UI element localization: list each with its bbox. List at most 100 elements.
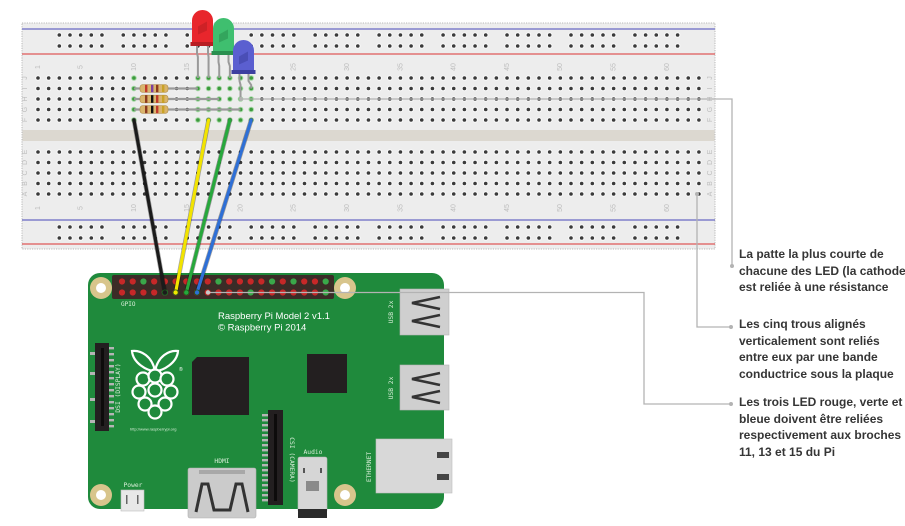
connector-pin — [262, 459, 268, 462]
breadboard-hole — [184, 75, 191, 81]
row-letter-label: J — [707, 76, 714, 80]
breadboard-hole — [216, 191, 223, 197]
breadboard-hole — [557, 159, 564, 166]
breadboard-hole — [56, 224, 63, 230]
breadboard-hole — [67, 170, 73, 176]
breadboard-hole — [429, 149, 436, 155]
breadboard-hole — [653, 117, 660, 123]
breadboard-hole — [99, 43, 105, 49]
breadboard-hole — [674, 32, 681, 38]
breadboard-hole — [99, 224, 105, 230]
breadboard-hole — [493, 170, 500, 176]
callout-gpio-pins: Les trois LED rouge, verte et bleue doiv… — [739, 394, 902, 461]
breadboard-hole — [376, 32, 382, 38]
connector-pin — [109, 359, 114, 362]
breadboard-hole — [418, 149, 425, 155]
callout-end-dot — [729, 325, 733, 329]
breadboard-hole — [99, 32, 105, 38]
breadboard-hole — [173, 180, 180, 187]
led-leg — [247, 73, 253, 89]
column-number-label: 55 — [610, 63, 617, 71]
breadboard-hole — [344, 180, 350, 187]
breadboard-hole — [269, 85, 276, 92]
breadboard-hole — [376, 180, 382, 187]
breadboard-hole — [216, 235, 223, 241]
breadboard-hole — [397, 117, 404, 123]
breadboard-hole — [589, 85, 596, 92]
breadboard-hole — [610, 149, 617, 155]
callout-cathode: La patte la plus courte de chacune des L… — [739, 246, 905, 296]
wire-green — [183, 117, 233, 296]
breadboard-hole — [536, 180, 542, 187]
column-number-label: 55 — [610, 204, 617, 212]
gpio-pin — [140, 289, 147, 296]
breadboard-hole — [344, 32, 350, 38]
breadboard-hole — [56, 170, 63, 176]
breadboard-hole — [578, 159, 585, 166]
breadboard-hole — [472, 235, 478, 241]
breadboard-hole — [621, 85, 628, 92]
resistor — [133, 84, 198, 93]
breadboard-hole — [259, 180, 265, 187]
breadboard-hole — [365, 149, 372, 155]
breadboard-hole — [280, 191, 286, 197]
breadboard-hole — [621, 149, 628, 155]
breadboard-hole — [163, 235, 169, 241]
callout-anchor-dot — [205, 290, 211, 295]
connector-pin — [262, 434, 268, 437]
breadboard-hole — [514, 180, 521, 187]
breadboard-hole — [674, 149, 681, 155]
breadboard-hole — [386, 106, 393, 113]
breadboard-hole — [323, 43, 329, 49]
audio-label: Audio — [304, 449, 323, 456]
breadboard-hole — [291, 159, 297, 166]
led-flange — [211, 51, 236, 55]
breadboard-hole — [269, 75, 276, 81]
breadboard-hole — [173, 117, 180, 123]
breadboard-hole — [120, 117, 127, 123]
breadboard-hole — [536, 224, 542, 230]
breadboard-hole — [291, 106, 297, 113]
breadboard-hole — [56, 117, 63, 123]
breadboard-hole — [589, 106, 596, 113]
breadboard-hole — [397, 106, 404, 113]
breadboard-hole — [610, 75, 617, 81]
breadboard-hole — [568, 191, 574, 197]
breadboard-hole — [621, 117, 628, 123]
breadboard-hole — [120, 85, 127, 92]
breadboard-hole — [610, 32, 617, 38]
breadboard-hole — [323, 170, 329, 176]
breadboard-hole — [56, 75, 63, 81]
column-number-label: 40 — [451, 204, 458, 212]
breadboard-hole — [376, 75, 382, 81]
breadboard-hole — [386, 117, 393, 123]
breadboard-hole — [88, 106, 95, 113]
resistor-band — [156, 84, 159, 93]
connector-pin — [262, 429, 268, 432]
gpio-pin — [322, 278, 329, 285]
breadboard-hole — [653, 191, 660, 197]
dsi-label: DSI (DISPLAY) — [115, 363, 122, 412]
breadboard-hole — [546, 170, 553, 176]
breadboard-hole — [99, 85, 105, 92]
breadboard-hole — [642, 149, 649, 155]
breadboard-hole — [56, 149, 63, 155]
breadboard-hole — [504, 85, 510, 92]
breadboard-hole — [344, 235, 350, 241]
breadboard-hole — [440, 43, 446, 49]
row-letter-label: C — [22, 170, 29, 175]
breadboard-hole — [269, 32, 276, 38]
breadboard-hole — [536, 191, 542, 197]
connector-pin — [262, 469, 268, 472]
breadboard-hole — [248, 235, 254, 241]
led-flange — [190, 42, 215, 46]
breadboard-hole — [450, 117, 457, 123]
breadboard-hole — [408, 75, 414, 81]
resistor-band — [145, 95, 148, 103]
breadboard-hole — [546, 224, 553, 230]
breadboard-hole — [67, 75, 73, 81]
breadboard-hole — [397, 149, 404, 155]
breadboard-hole — [568, 43, 574, 49]
usb-label: USB 2x — [388, 376, 395, 399]
breadboard-hole — [525, 75, 532, 81]
